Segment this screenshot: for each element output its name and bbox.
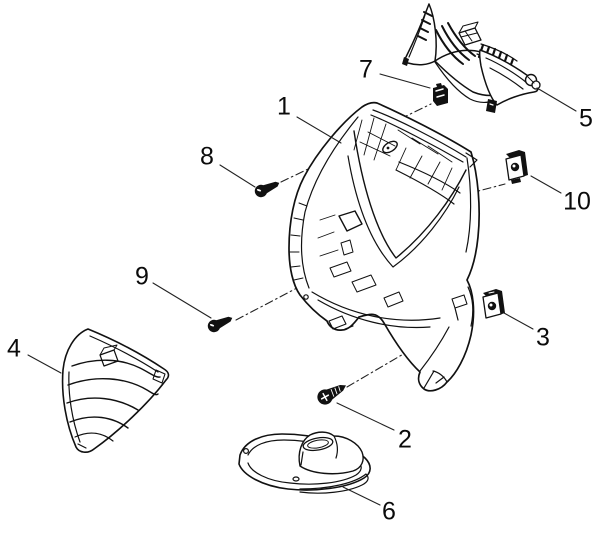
leader-6 xyxy=(342,486,381,506)
part-front-cover-panel xyxy=(288,101,480,392)
callout-label-9: 9 xyxy=(135,262,149,291)
callout-label-8: 8 xyxy=(200,142,214,171)
leader-3 xyxy=(503,312,534,330)
part-front-shield-garnish xyxy=(61,328,170,453)
leader-1 xyxy=(296,116,342,144)
leader-2 xyxy=(336,402,395,431)
part-lower-cover xyxy=(238,431,371,494)
callout-label-1: 1 xyxy=(277,92,291,121)
part-screw-large xyxy=(317,384,346,405)
emblem-hole xyxy=(382,140,398,154)
callout-label-10: 10 xyxy=(563,187,591,216)
leader-4 xyxy=(27,354,62,374)
part-screw-upper xyxy=(254,181,280,198)
part-screw-lower xyxy=(207,316,233,333)
leader-10 xyxy=(530,175,562,194)
part-clip-nut-lower xyxy=(482,289,505,319)
leader-5 xyxy=(536,87,577,112)
part-clip-nut-right xyxy=(505,150,528,184)
callout-label-6: 6 xyxy=(382,497,396,526)
leader-7 xyxy=(379,73,431,89)
callout-label-3: 3 xyxy=(536,323,550,352)
callout-leader-lines xyxy=(27,73,577,506)
part-clip-top xyxy=(433,83,448,106)
callout-label-5: 5 xyxy=(579,104,593,133)
callout-label-2: 2 xyxy=(398,425,412,454)
axis-screw-9 xyxy=(235,287,298,321)
leader-8 xyxy=(219,164,256,188)
garnish-mount-bolt xyxy=(524,73,541,90)
callout-label-4: 4 xyxy=(7,334,21,363)
callout-label-7: 7 xyxy=(359,55,373,84)
leader-9 xyxy=(152,282,212,319)
part-upper-garnish xyxy=(402,3,541,113)
